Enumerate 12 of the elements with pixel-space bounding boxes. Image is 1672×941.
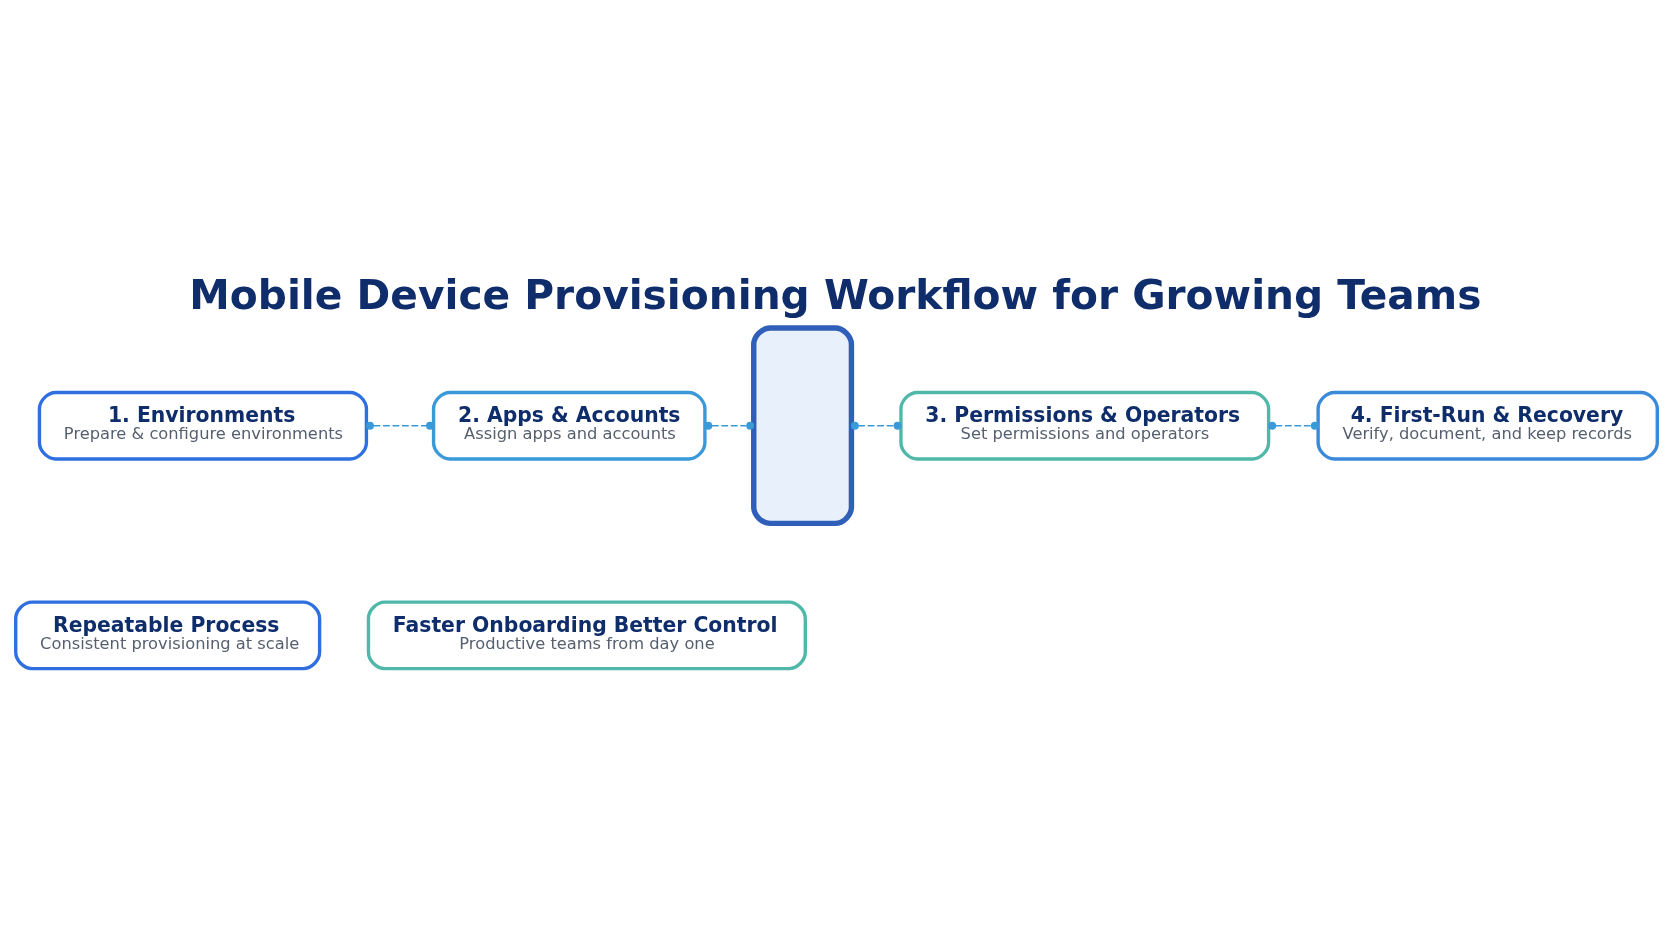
node-box: Faster Onboarding Better Control Productive teams from day one	[366, 600, 807, 671]
node-box: Repeatable Process Consistent provisioning at scale	[13, 600, 321, 671]
connector	[1267, 421, 1319, 430]
diagram-title: Mobile Device Provisioning Workflow for Growing Teams	[188, 271, 1481, 320]
node-box	[750, 325, 854, 527]
node-box: 3. Permissions & Operators Set permissions and operators	[898, 390, 1270, 461]
connector	[365, 421, 434, 430]
connector	[850, 421, 901, 430]
connector	[703, 421, 754, 430]
node-box: 4. First-Run & Recovery Verify, document, and keep records	[1315, 390, 1659, 461]
node-box: 1. Environments Prepare & configure environments	[37, 390, 368, 461]
node-box: 2. Apps & Accounts Assign apps and accounts	[431, 390, 707, 461]
